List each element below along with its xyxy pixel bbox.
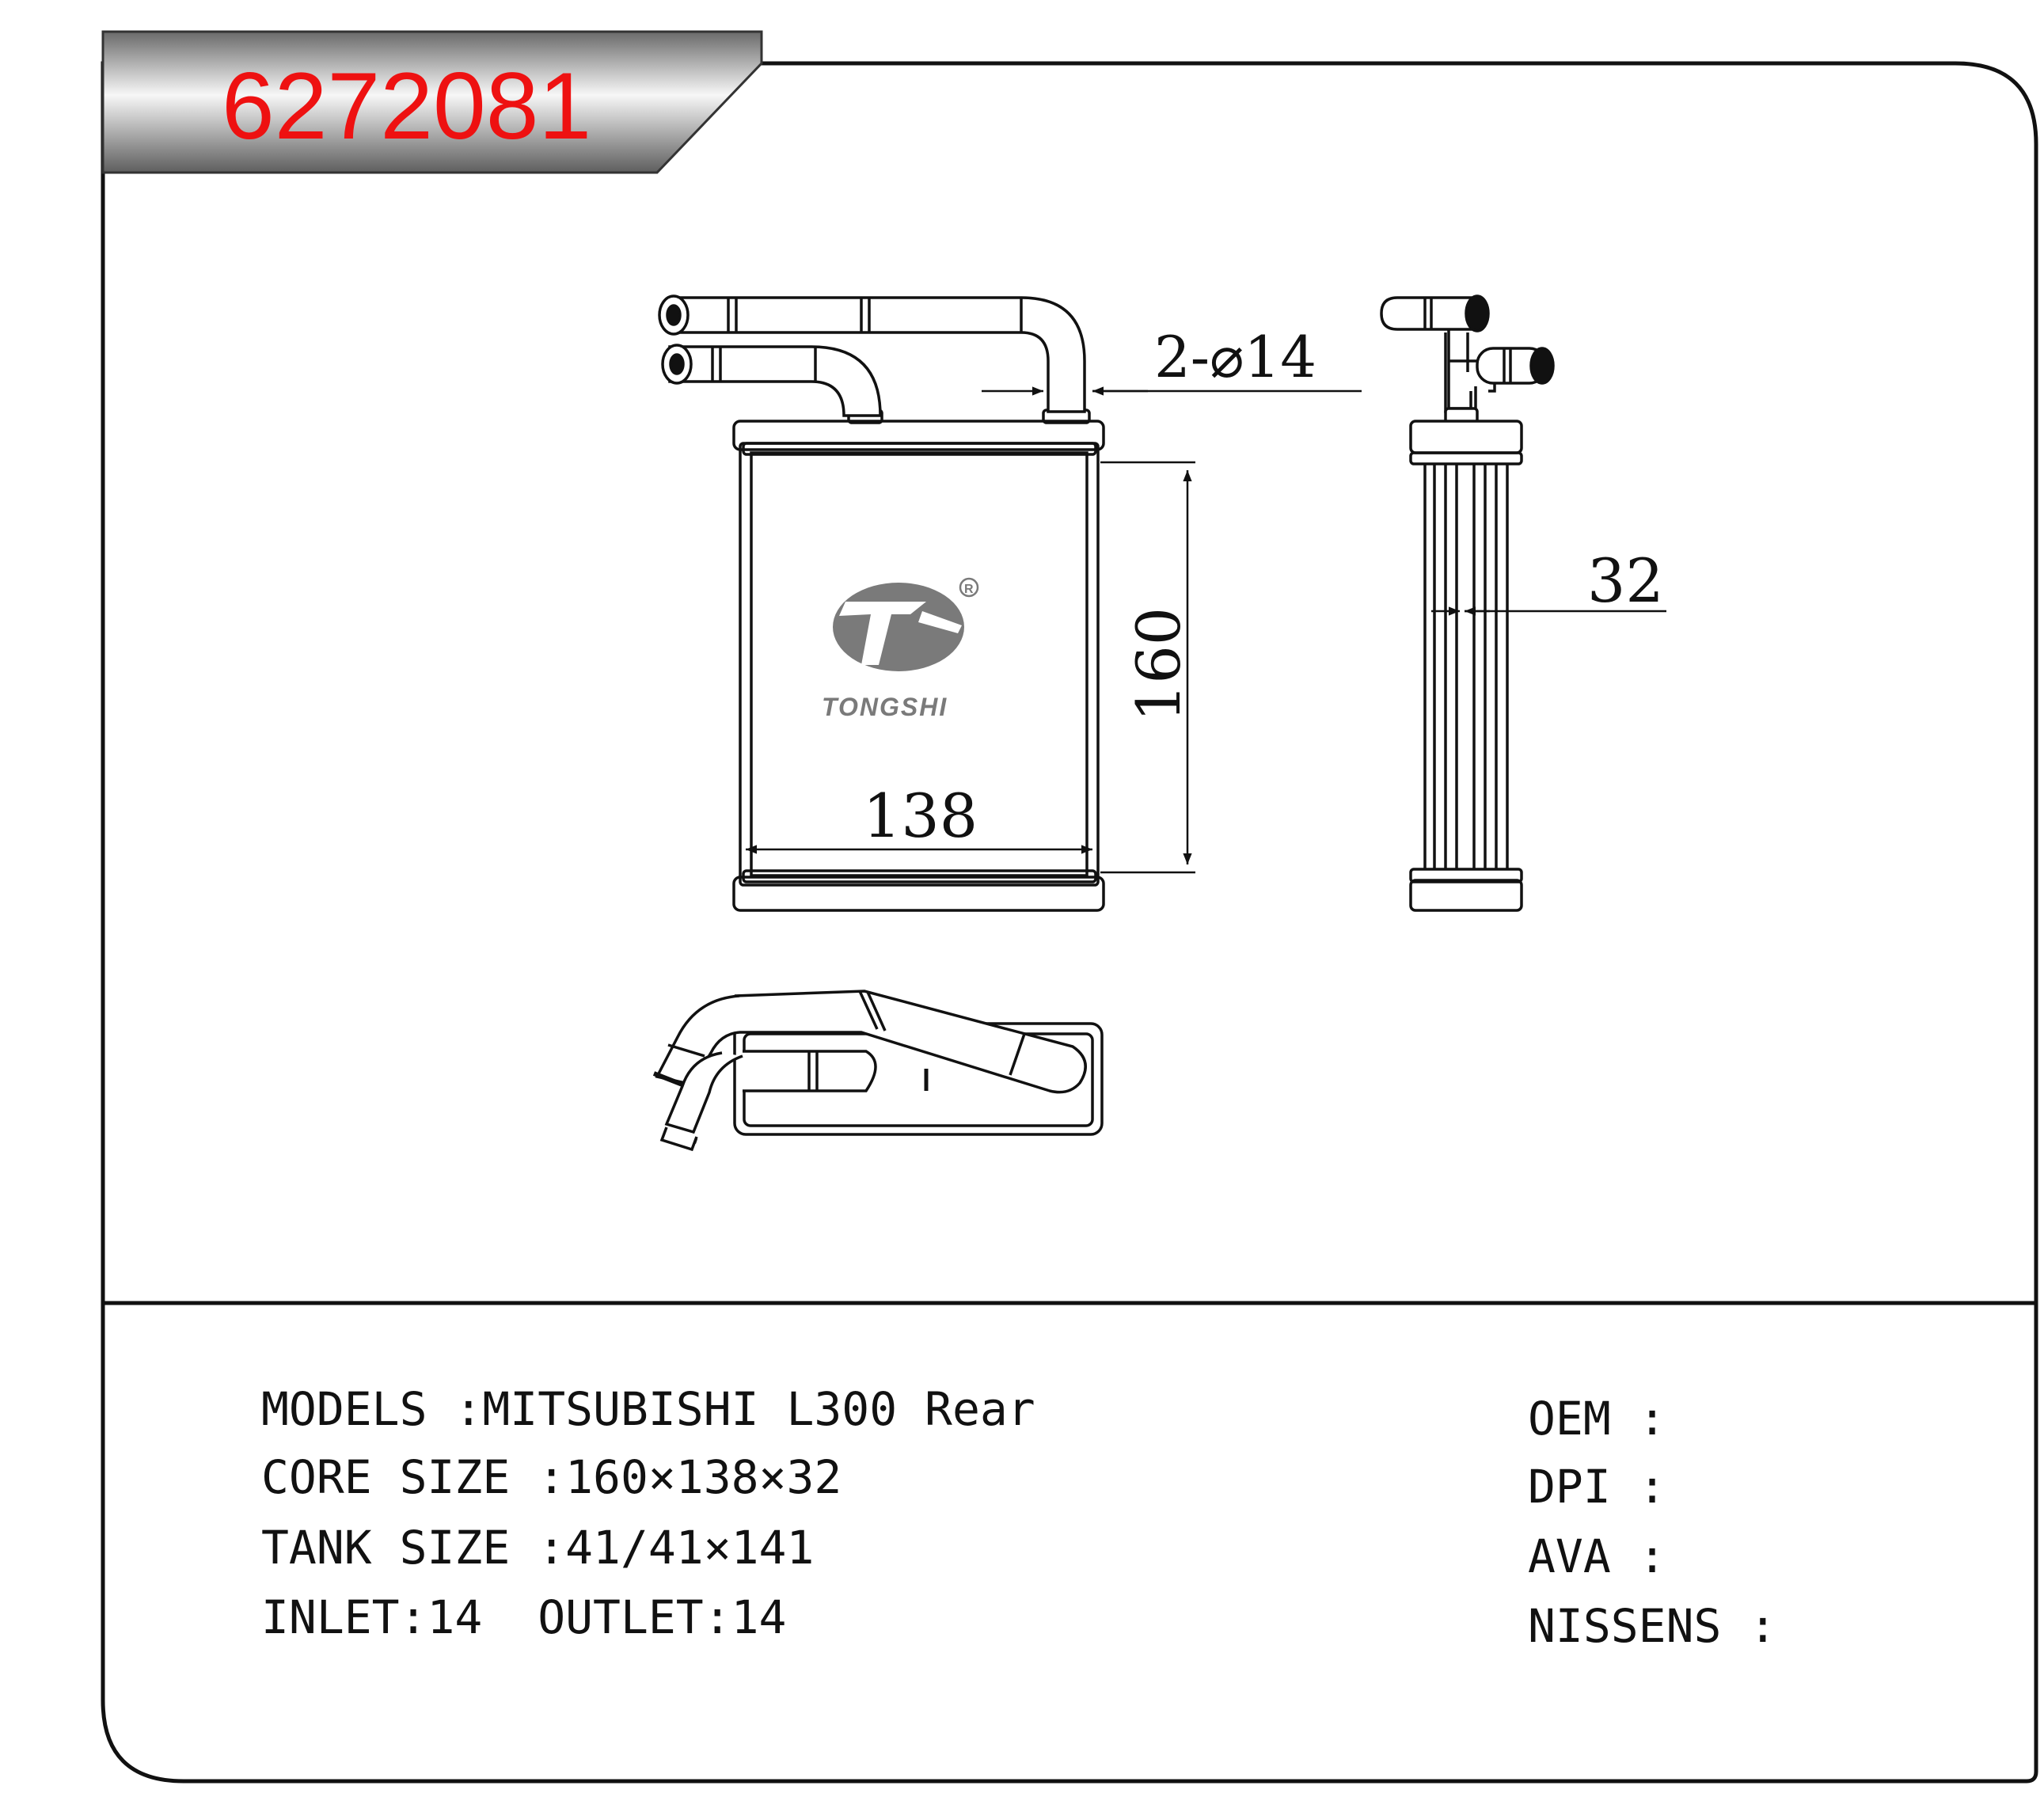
dimensions-front (746, 386, 1362, 874)
side-view (1380, 294, 1555, 912)
brand-name: TONGSHI (822, 693, 948, 721)
registered-mark-text: R (964, 583, 974, 596)
dpi-line: DPI : (1528, 1460, 1666, 1514)
spec-block: MODELS :MITSUBISHI L300 Rear CORE SIZE :… (261, 1382, 1035, 1644)
inlet-outlet-line: INLET:14 OUTLET:14 (261, 1590, 786, 1644)
nissens-line: NISSENS : (1528, 1599, 1776, 1653)
ava-line: AVA : (1528, 1529, 1666, 1583)
core-size-line: CORE SIZE :160×138×32 (261, 1450, 842, 1504)
front-view (658, 294, 1105, 912)
height-dimension-label: 160 (1123, 607, 1194, 722)
models-line: MODELS :MITSUBISHI L300 Rear (261, 1382, 1035, 1436)
tongshi-logo: R TONGSHI (822, 577, 979, 721)
part-number-banner: 6272081 (101, 30, 763, 174)
top-view (652, 990, 1104, 1152)
part-number: 6272081 (222, 53, 591, 159)
depth-dimension-label: 32 (1587, 545, 1664, 616)
registered-mark-icon (959, 577, 979, 598)
tank-size-line: TANK SIZE :41/41×141 (261, 1521, 814, 1575)
pipe-diameter-label: 2-⌀14 (1154, 324, 1316, 390)
oem-reference-block: OEM : DPI : AVA : NISSENS : (1528, 1392, 1776, 1653)
width-dimension-label: 138 (863, 781, 978, 851)
sheet-border (101, 61, 2038, 1784)
oem-line: OEM : (1528, 1392, 1666, 1446)
